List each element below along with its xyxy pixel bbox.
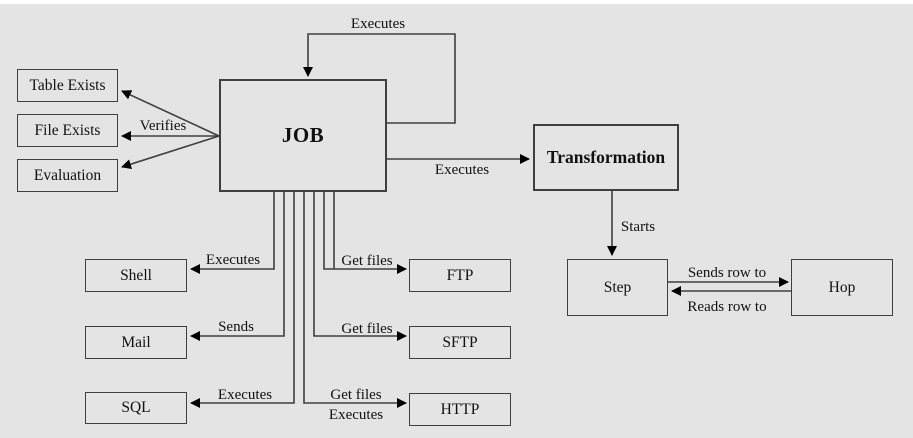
edge-label-reads-row-to: Reads row to <box>687 299 767 315</box>
node-ftp-label: FTP <box>446 266 474 284</box>
connector-job-http <box>303 192 407 408</box>
node-sql-label: SQL <box>121 399 151 417</box>
connector-job-mail <box>190 192 285 341</box>
connector-job-ftp <box>323 192 407 274</box>
node-step: Step <box>567 259 668 316</box>
edge-label-sends-row-to: Sends row to <box>687 265 767 281</box>
node-file-exists-label: File Exists <box>34 121 101 139</box>
node-sql: SQL <box>85 392 187 424</box>
node-transformation-label: Transformation <box>546 146 666 167</box>
edge-label-job-self-executes: Executes <box>350 16 406 32</box>
node-hop-label: Hop <box>828 278 856 296</box>
edge-label-job-http-executes: Executes <box>328 407 384 423</box>
connector-job-sql <box>190 192 295 408</box>
node-evaluation: Evaluation <box>17 159 118 192</box>
connector-job-evaluation <box>121 135 220 170</box>
edge-label-verifies: Verifies <box>139 118 187 134</box>
edge-label-job-sql-executes: Executes <box>217 387 273 403</box>
node-ftp: FTP <box>409 259 511 292</box>
edge-label-job-http-get-files: Get files <box>330 387 382 403</box>
node-sftp-label: SFTP <box>442 333 478 351</box>
node-mail-label: Mail <box>121 333 151 351</box>
node-shell-label: Shell <box>120 266 152 284</box>
connector-job-table-exists <box>121 90 220 137</box>
node-evaluation-label: Evaluation <box>33 166 102 184</box>
node-sftp: SFTP <box>409 326 511 359</box>
node-shell: Shell <box>85 259 187 292</box>
node-job: JOB <box>219 79 387 192</box>
node-step-label: Step <box>603 278 632 296</box>
edge-label-starts: Starts <box>620 219 656 235</box>
node-table-exists: Table Exists <box>17 69 118 102</box>
node-transformation: Transformation <box>533 124 679 191</box>
node-http-label: HTTP <box>440 400 480 418</box>
edge-label-job-ftp-get-files: Get files <box>341 253 393 269</box>
edge-label-job-sftp-get-files: Get files <box>341 321 393 337</box>
node-job-label: JOB <box>281 123 325 147</box>
edge-label-job-shell-executes: Executes <box>205 252 261 268</box>
edge-label-job-mail-sends: Sends <box>218 319 254 335</box>
node-file-exists: File Exists <box>17 114 118 147</box>
node-mail: Mail <box>85 326 187 359</box>
connector-job-shell <box>190 192 275 274</box>
edge-label-job-transformation-executes: Executes <box>434 162 490 178</box>
node-table-exists-label: Table Exists <box>29 76 106 94</box>
connector-job-self-loop <box>303 33 456 124</box>
node-http: HTTP <box>409 393 511 426</box>
page-margin <box>0 0 913 4</box>
node-hop: Hop <box>791 259 893 316</box>
connector-job-sftp <box>313 192 407 341</box>
